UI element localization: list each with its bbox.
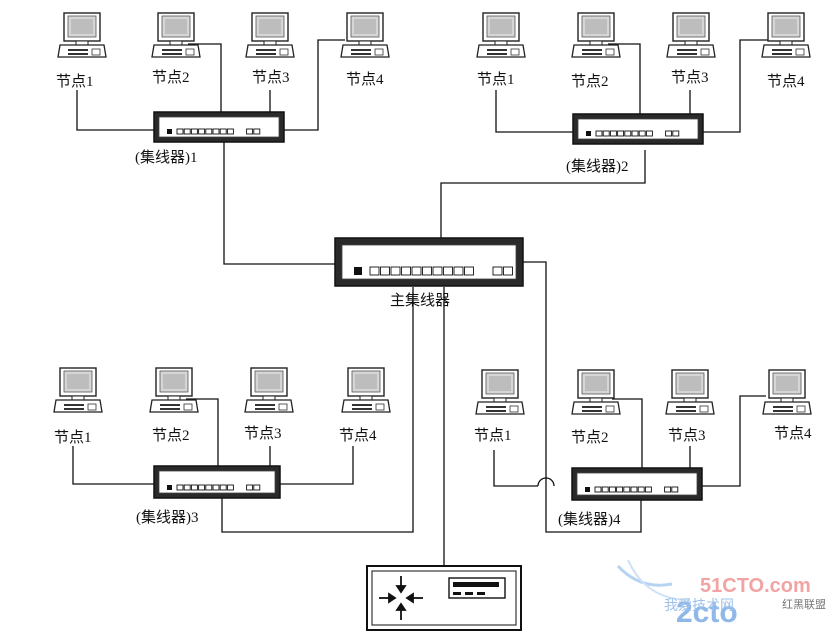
computer-icon xyxy=(340,12,390,58)
watermark: 51CTO.com 2cto 我爱技术网 红黑联盟 xyxy=(616,559,826,629)
node-label: 节点1 xyxy=(54,429,92,446)
computer-icon xyxy=(53,367,103,413)
node-label: 节点3 xyxy=(244,425,282,442)
arrows-icon xyxy=(379,576,423,620)
computer-icon xyxy=(149,367,199,413)
node-label: 节点2 xyxy=(571,429,609,446)
computer-icon xyxy=(665,369,715,415)
node-label: 节点1 xyxy=(477,71,515,88)
computer-icon xyxy=(571,369,621,415)
node-label: 节点4 xyxy=(767,73,805,90)
hub-icon xyxy=(572,113,704,145)
hub-icons xyxy=(153,111,704,501)
watermark-site: 51CTO.com xyxy=(700,575,811,597)
hub-icon xyxy=(153,111,285,143)
computer-icon xyxy=(476,12,526,58)
hub-icon xyxy=(571,467,703,501)
node-label: 节点3 xyxy=(671,69,709,86)
computer-icon xyxy=(762,369,812,415)
node-label: 节点4 xyxy=(346,71,384,88)
node-label: 节点1 xyxy=(56,73,94,90)
node-label: 节点3 xyxy=(252,69,290,86)
node-label: 节点2 xyxy=(571,73,609,90)
node-label: 节点2 xyxy=(152,69,190,86)
hub2-label: (集线器)2 xyxy=(566,158,629,175)
main-hub-label: 主集线器 xyxy=(390,292,450,309)
computer-icon xyxy=(245,12,295,58)
computer-icon xyxy=(571,12,621,58)
watermark-brand: 2cto xyxy=(676,596,738,629)
computer-icon xyxy=(761,12,811,58)
computer-icon xyxy=(475,369,525,415)
main-hub-icon xyxy=(334,237,524,287)
hub-icon xyxy=(153,465,281,499)
node-label: 节点4 xyxy=(774,425,812,442)
router-device xyxy=(366,565,522,631)
cables xyxy=(72,39,768,567)
watermark-slogan: 我爱技术网 xyxy=(664,597,734,613)
hub1-label: (集线器)1 xyxy=(135,149,198,166)
node-label: 节点3 xyxy=(668,427,706,444)
node-label: 节点2 xyxy=(152,427,190,444)
node-label: 节点1 xyxy=(474,427,512,444)
watermark-tag: 红黑联盟 xyxy=(782,598,826,611)
computer-icon xyxy=(151,12,201,58)
computer-icon xyxy=(57,12,107,58)
node-labels: 节点1 节点2 节点3 节点4 节点1 节点2 节点3 节点4 节点1 节点2 节点3 节点4 节点1 节… xyxy=(54,69,812,446)
hub3-label: (集线器)3 xyxy=(136,509,199,526)
hub4-label: (集线器)4 xyxy=(558,511,621,528)
computer-icon xyxy=(666,12,716,58)
computer-icon xyxy=(244,367,294,413)
computer-icon xyxy=(341,367,391,413)
node-label: 节点4 xyxy=(339,427,377,444)
